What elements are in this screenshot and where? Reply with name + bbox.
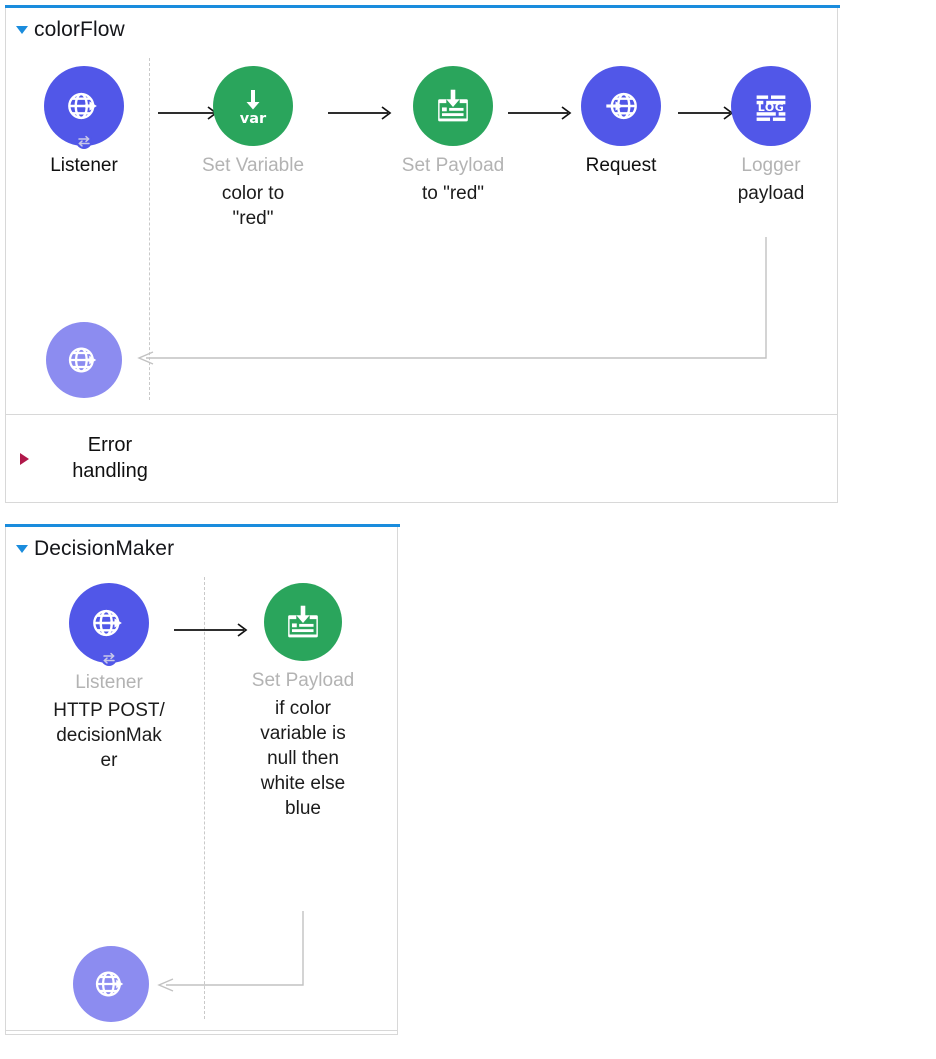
source-process-divider xyxy=(204,577,205,1019)
error-handling-section-divider xyxy=(6,1030,397,1031)
node-bubble[interactable] xyxy=(44,66,124,149)
node-type-label: Request xyxy=(585,155,657,176)
return-route-connector xyxy=(137,237,767,365)
flow-accent-bar xyxy=(5,524,400,527)
node-type-label: Listener xyxy=(75,672,143,693)
flow-title: DecisionMaker xyxy=(34,537,175,560)
http-response-icon xyxy=(68,347,97,373)
svg-text:var: var xyxy=(240,111,267,127)
flow-header-decisionmaker[interactable]: DecisionMaker xyxy=(6,529,174,569)
node-bubble[interactable]: var xyxy=(213,66,293,146)
node-bubble[interactable] xyxy=(264,583,342,661)
connector-arrow xyxy=(174,623,248,637)
node-http-response[interactable] xyxy=(63,946,159,1022)
http-request-icon xyxy=(606,92,637,120)
node-set-variable[interactable]: var Set Variable color to"red" xyxy=(188,66,318,231)
flow-accent-bar xyxy=(5,5,840,8)
node-name-label: to "red" xyxy=(421,183,485,205)
flow-card-decisionmaker[interactable]: DecisionMaker xyxy=(5,524,400,1035)
logger-icon: LOG xyxy=(756,95,786,121)
collapsed-triangle-icon[interactable] xyxy=(20,452,29,465)
set-variable-icon: var xyxy=(240,90,267,127)
connector-arrow xyxy=(328,106,392,120)
return-route-connector xyxy=(157,911,304,992)
node-type-label: Set Payload xyxy=(251,670,355,691)
expanded-triangle-icon[interactable] xyxy=(16,26,28,34)
node-bubble[interactable] xyxy=(581,66,661,146)
node-type-label: Set Variable xyxy=(201,155,305,176)
exchange-badge-icon xyxy=(99,650,119,666)
http-listener-icon xyxy=(68,92,97,120)
node-set-payload[interactable]: Set Payload to "red" xyxy=(384,66,522,206)
node-type-label: Set Payload xyxy=(401,155,505,176)
http-response-icon xyxy=(95,971,124,997)
set-payload-icon xyxy=(438,89,468,122)
node-http-response[interactable] xyxy=(36,322,132,398)
node-bubble[interactable] xyxy=(73,946,149,1022)
node-bubble[interactable] xyxy=(46,322,122,398)
http-listener-icon xyxy=(93,609,122,637)
node-name-label: color to"red" xyxy=(221,183,285,230)
node-http-listener[interactable]: Listener xyxy=(26,66,142,177)
set-payload-icon xyxy=(288,605,318,638)
node-name-label: payload xyxy=(737,183,805,205)
source-process-divider xyxy=(149,58,150,400)
node-bubble[interactable] xyxy=(413,66,493,146)
expanded-triangle-icon[interactable] xyxy=(16,545,28,553)
node-bubble[interactable] xyxy=(69,583,149,666)
node-http-request[interactable]: Request xyxy=(560,66,682,177)
node-type-label: Logger xyxy=(741,155,801,176)
flow-card-colorflow[interactable]: colorFlow xyxy=(5,5,840,503)
exchange-badge-icon xyxy=(74,133,94,149)
svg-text:LOG: LOG xyxy=(758,101,784,114)
flow-title: colorFlow xyxy=(34,18,125,41)
node-bubble[interactable]: LOG xyxy=(731,66,811,146)
node-logger[interactable]: LOG Logger payload xyxy=(714,66,828,206)
node-type-label: Listener xyxy=(50,155,118,176)
flow-header-colorflow[interactable]: colorFlow xyxy=(6,10,125,50)
connector-arrow xyxy=(508,106,572,120)
